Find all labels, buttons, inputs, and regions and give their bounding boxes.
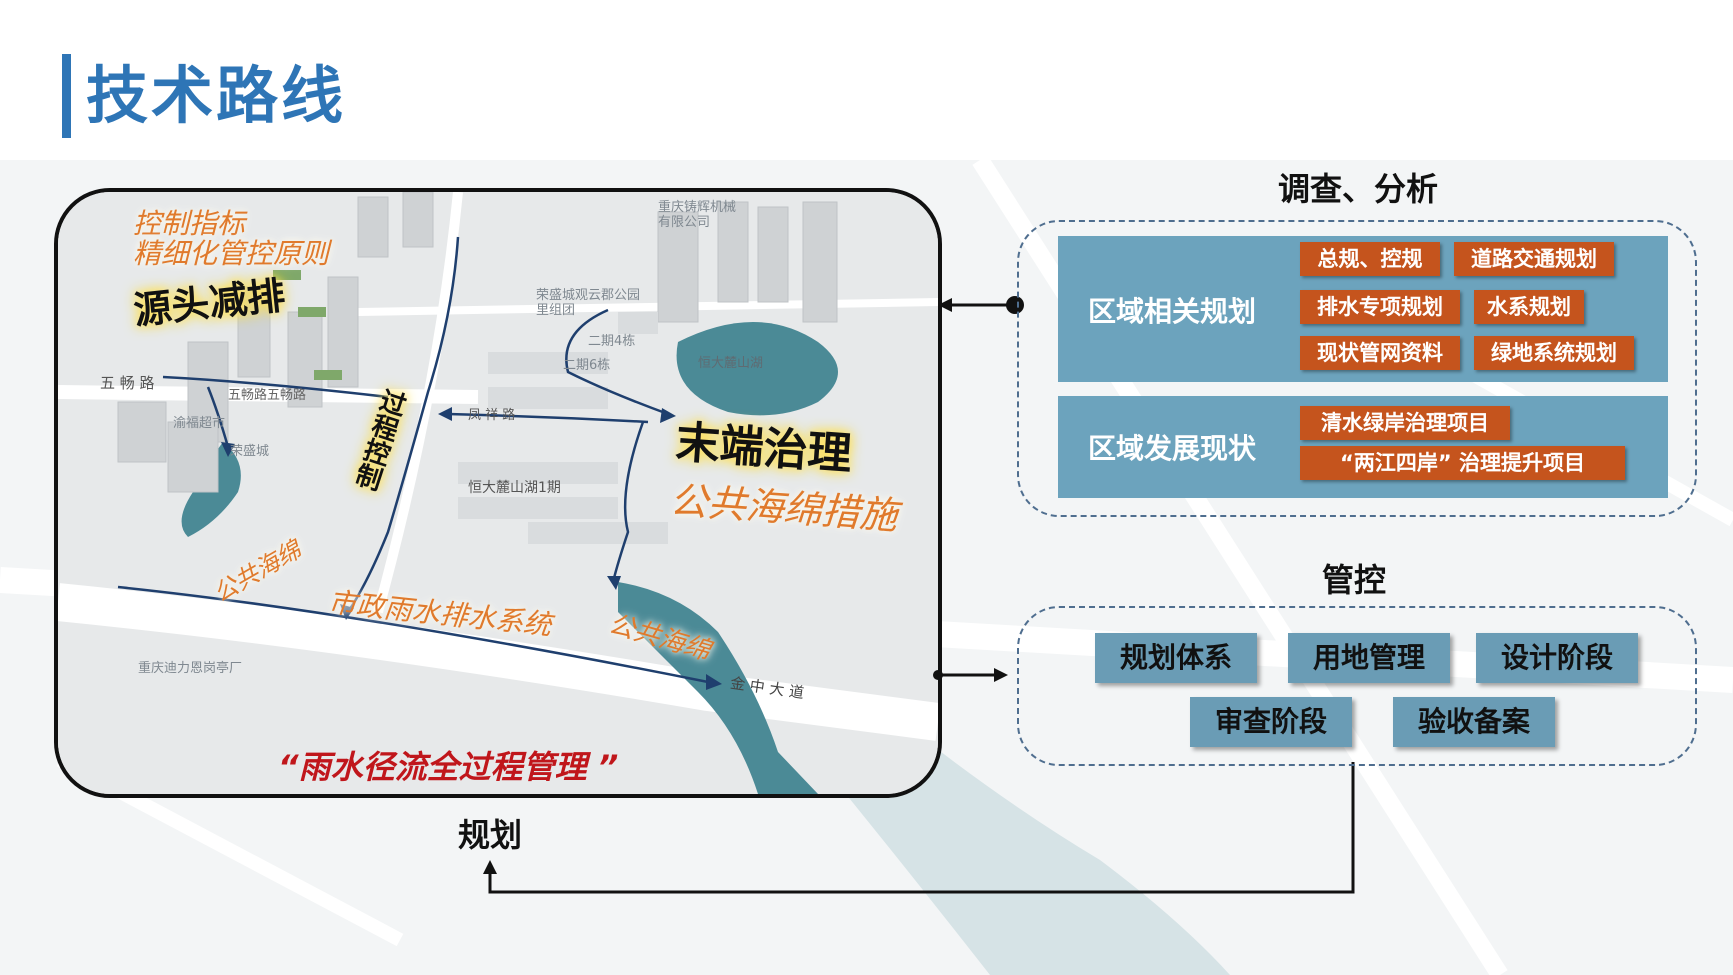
map-panel: 重庆铸辉机械有限公司 荣盛城观云郡公园里组团 二期4栋 二期6栋 恒大麓山湖 五… [54,188,942,798]
source-indicator-label: 控制指标 [133,207,246,240]
regional-planning-label: 区域相关规划 [1088,295,1257,328]
map-label-fengxiang-road: 凤 祥 路 [468,408,516,423]
survey-title: 调查、分析 [1278,170,1439,208]
map-label-wuchang-road: 五 畅 路 [100,374,155,392]
map-label-company2: 重庆迪力恩岗亭厂 [138,661,243,676]
map-label-rongsheng: 荣盛城 [230,444,270,459]
tag-road-traffic: 道路交通规划 [1454,242,1614,276]
survey-box [1017,220,1697,517]
control-box [1017,606,1697,766]
tag-planning-system: 规划体系 [1095,633,1257,683]
control-title: 管控 [1322,561,1387,599]
map-label-erqi: 二期6栋 [563,358,611,373]
map-label-company1: 重庆铸辉机械有限公司 [658,200,737,230]
tag-drainage: 排水专项规划 [1300,290,1460,324]
map-drawing [58,192,938,794]
map-label-supermarket: 渝福超市 [173,416,226,431]
title-accent-bar [62,54,71,138]
tag-land-management: 用地管理 [1288,633,1450,683]
tag-review-stage: 审查阶段 [1190,697,1352,747]
tag-design-stage: 设计阶段 [1476,633,1638,683]
regional-status-label: 区域发展现状 [1088,432,1257,465]
tag-green-space: 绿地系统规划 [1474,336,1634,370]
map-label-park: 荣盛城观云郡公园里组团 [536,288,641,318]
slogan: “雨水径流全过程管理 ” [278,748,619,786]
tag-pipe-network: 现状管网资料 [1300,336,1460,370]
tag-master-plan: 总规、控规 [1300,242,1440,276]
map-label-wuchang-road2: 五畅路五畅路 [228,388,307,403]
tag-water-system: 水系规划 [1474,290,1584,324]
map-label-hengda-lake1: 恒大麓山湖1期 [468,480,561,496]
planning-label: 规划 [458,816,523,854]
map-label-hengda-lake: 恒大麓山湖 [698,356,764,371]
tag-two-rivers: “两江四岸” 治理提升项目 [1300,446,1625,480]
tag-clear-water: 清水绿岸治理项目 [1300,406,1510,440]
map-label-erqi4: 二期4栋 [588,334,636,349]
source-principle-label: 精细化管控原则 [133,237,330,270]
tag-acceptance-filing: 验收备案 [1393,697,1555,747]
page-title: 技术路线 [86,59,347,132]
